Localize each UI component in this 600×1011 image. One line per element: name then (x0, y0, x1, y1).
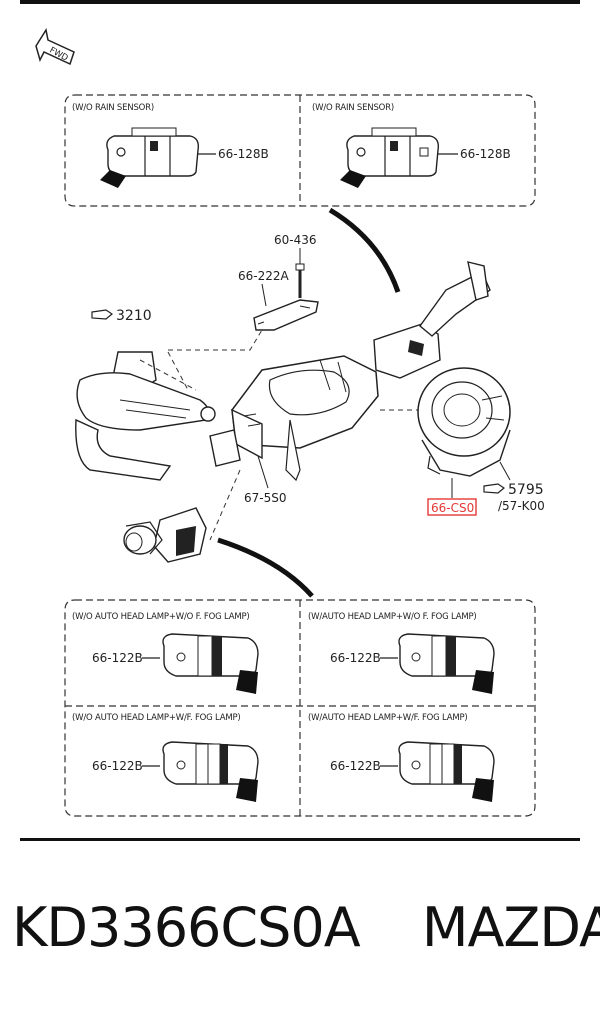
screw-icon (295, 263, 305, 298)
footer: KD3366CS0A MAZDA (12, 896, 600, 976)
reference-pointer-icon (483, 483, 506, 494)
bottom-panel-1-part: 66-122B (92, 651, 143, 665)
combination-switch-body (209, 355, 379, 482)
footer-part-number: KD3366CS0A (12, 896, 361, 959)
top-panel-1: (W/O RAIN SENSOR) 66-128B (72, 103, 269, 188)
bottom-panel-3: (W/O AUTO HEAD LAMP+W/F. FOG LAMP) 66-12… (72, 713, 259, 802)
top-panel-2-part: 66-128B (460, 147, 511, 161)
bottom-panel-3-caption: (W/O AUTO HEAD LAMP+W/F. FOG LAMP) (72, 713, 241, 723)
clock-spring-part-label: 66-CS0 (431, 501, 474, 515)
highlight-box (427, 498, 477, 516)
ref-left-label: 3210 (116, 308, 152, 324)
headlight-switch-icon (162, 633, 259, 694)
bottom-panel-4-caption: (W/AUTO HEAD LAMP+W/F. FOG LAMP) (308, 713, 468, 723)
bottom-panel-4-part: 66-122B (330, 759, 381, 773)
top-panel-2: (W/O RAIN SENSOR) 66-128B (312, 103, 511, 188)
reference-pointer-icon (91, 309, 114, 320)
guide-lines (139, 329, 420, 541)
top-panel-2-caption: (W/O RAIN SENSOR) (312, 103, 394, 113)
leader-curve (217, 537, 314, 598)
bottom-panel-box (64, 599, 536, 817)
screw-label: 60-436 (274, 233, 317, 247)
steering-switch-diagram: FWD (W/O RAIN SENSOR) 66-128B (W/O RAIN … (35, 28, 545, 817)
bottom-panel-3-part: 66-122B (92, 759, 143, 773)
headlight-switch-icon (398, 741, 495, 802)
headlight-switch-icon (162, 741, 259, 802)
headlight-switch-icon (398, 633, 495, 694)
top-panel-1-part: 66-128B (218, 147, 269, 161)
ref-right-label: 5795 (508, 482, 544, 498)
bottom-panel-1-caption: (W/O AUTO HEAD LAMP+W/O F. FOG LAMP) (72, 612, 250, 622)
bracket-icon (253, 299, 319, 331)
steering-column-icon (75, 351, 216, 481)
wiper-switch-icon (340, 127, 440, 188)
bottom-panel-2: (W/AUTO HEAD LAMP+W/O F. FOG LAMP) 66-12… (308, 612, 495, 694)
top-panel-box (64, 94, 536, 207)
body-label: 67-5S0 (244, 491, 287, 505)
footer-brand: MAZDA (421, 896, 600, 959)
fwd-arrow-icon: FWD (35, 28, 75, 66)
bracket-label: 66-222A (238, 269, 290, 283)
clock-spring-icon (417, 367, 511, 477)
wiper-switch-icon (100, 127, 200, 188)
bottom-panel-1: (W/O AUTO HEAD LAMP+W/O F. FOG LAMP) 66-… (72, 612, 259, 694)
wiper-lever-icon (373, 261, 491, 379)
bottom-panel-2-part: 66-122B (330, 651, 381, 665)
bottom-rule (20, 838, 580, 841)
light-switch-lever-icon (123, 507, 207, 563)
leader-curve (328, 207, 401, 293)
top-panel-1-caption: (W/O RAIN SENSOR) (72, 103, 154, 113)
bottom-panel-2-caption: (W/AUTO HEAD LAMP+W/O F. FOG LAMP) (308, 612, 477, 622)
top-rule (20, 0, 580, 4)
ref-right-sub-label: /57-K00 (498, 499, 545, 513)
bottom-panel-4: (W/AUTO HEAD LAMP+W/F. FOG LAMP) 66-122B (308, 713, 495, 802)
